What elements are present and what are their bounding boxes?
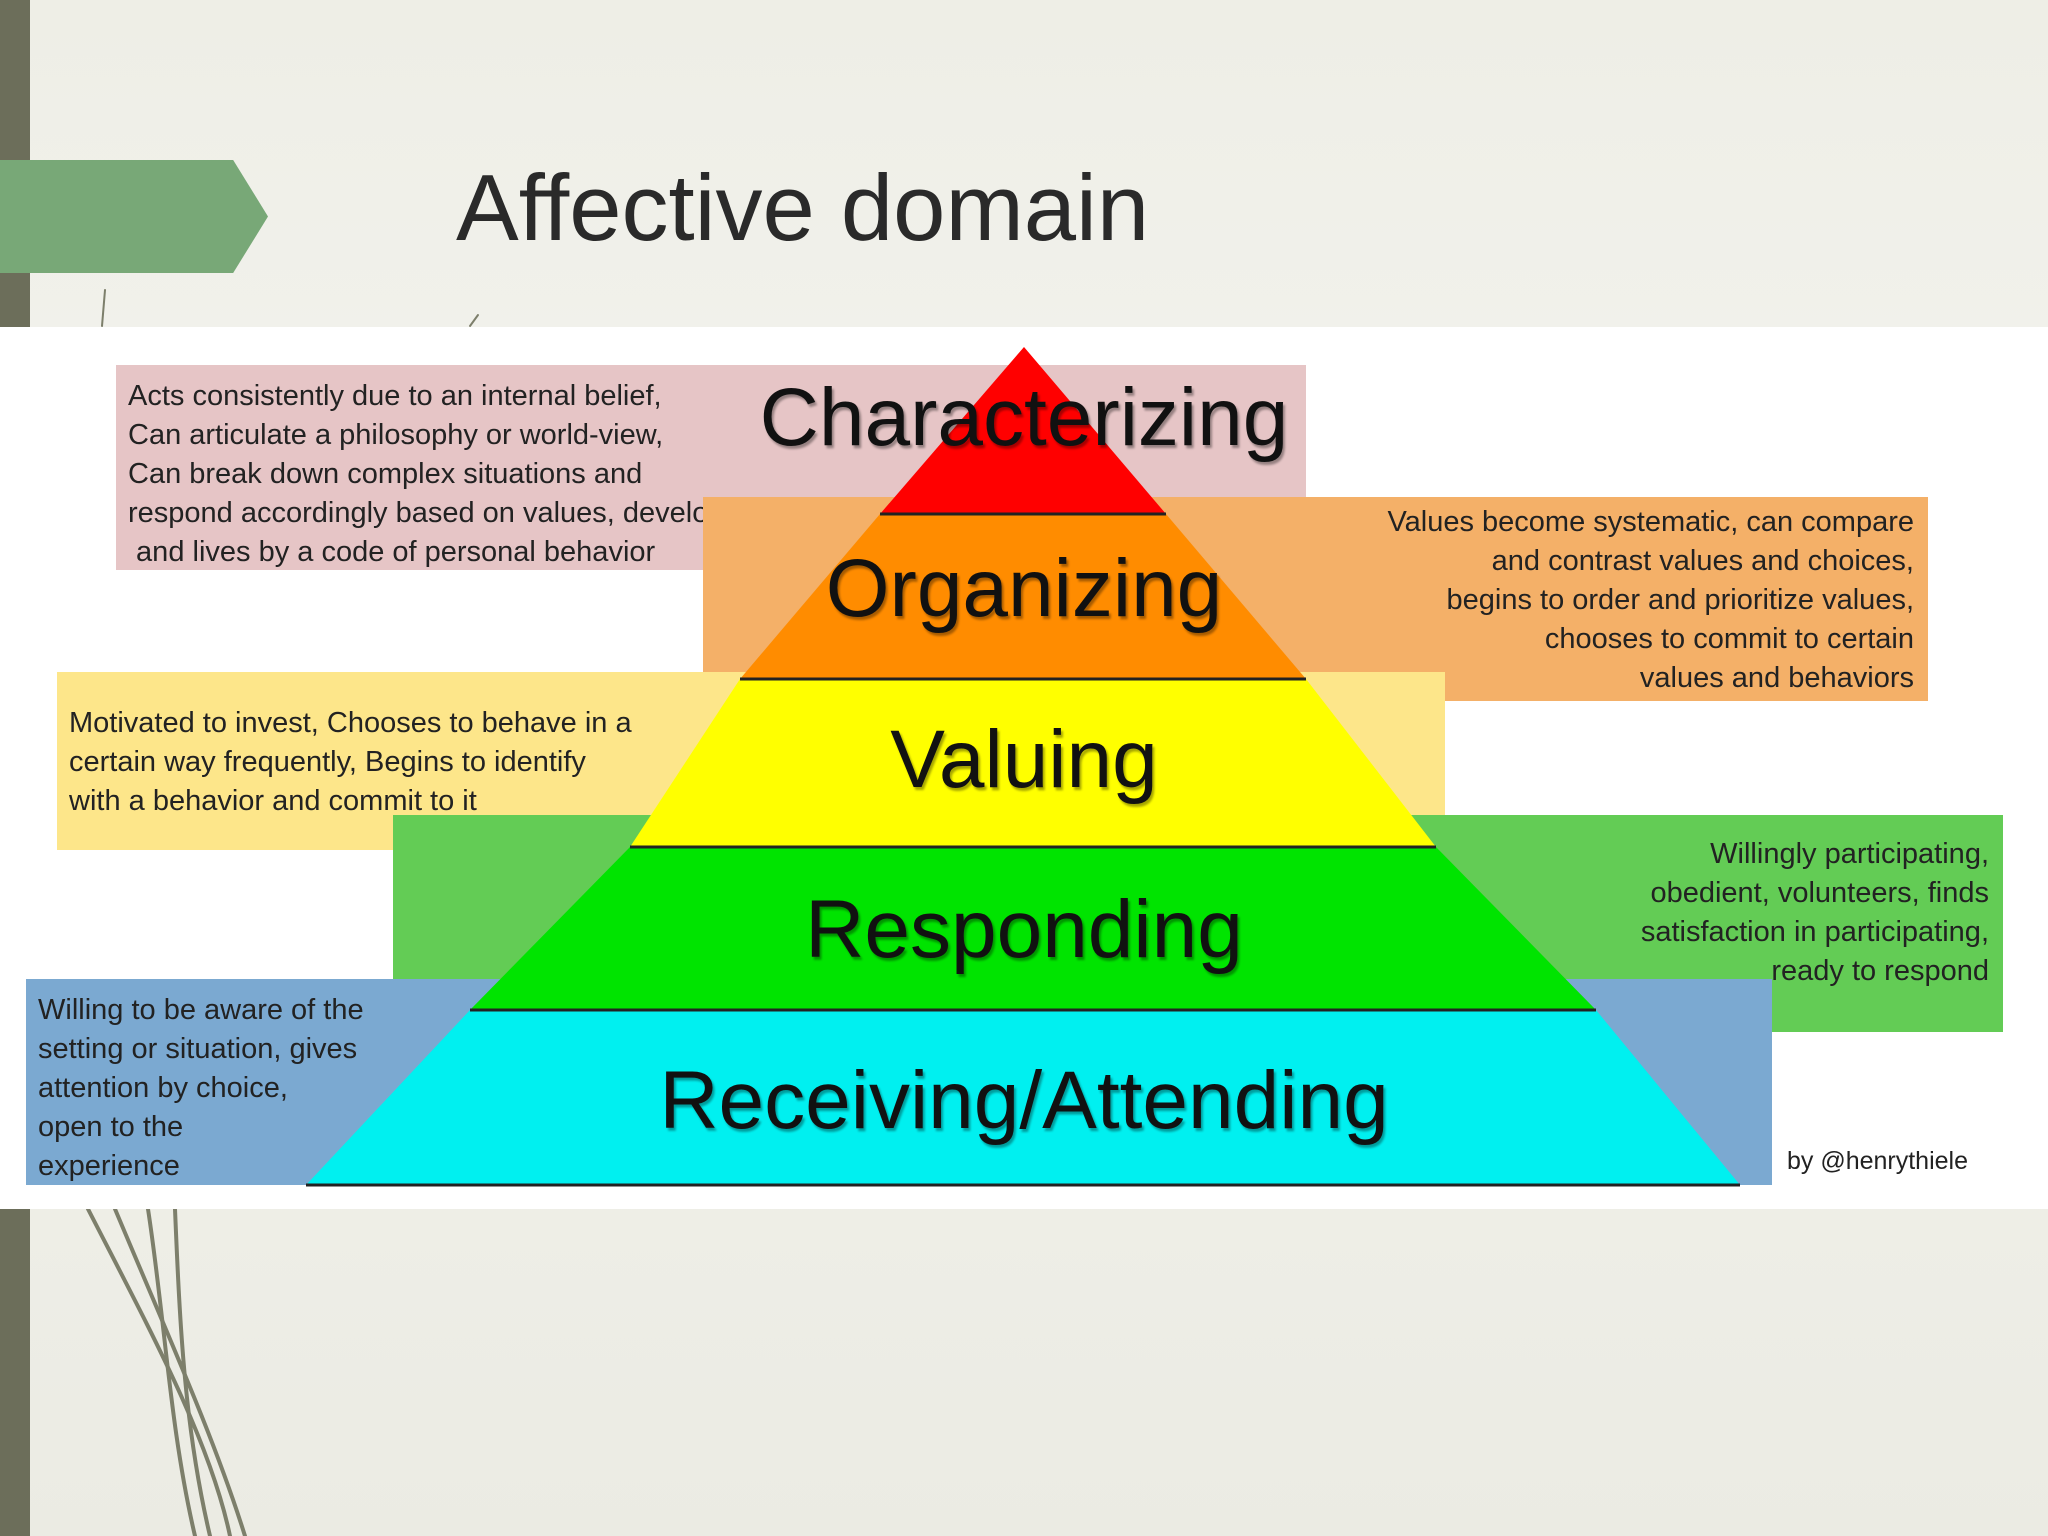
description-line: setting or situation, gives bbox=[38, 1033, 358, 1065]
description-line: values and behaviors bbox=[1639, 662, 1914, 694]
description-line: and contrast values and choices, bbox=[1491, 545, 1914, 577]
description-line: obedient, volunteers, finds bbox=[1650, 877, 1989, 909]
description-line: Can articulate a philosophy or world-vie… bbox=[128, 419, 664, 451]
description-line: with a behavior and commit to it bbox=[69, 785, 477, 817]
description-line: satisfaction in participating, bbox=[1640, 916, 1989, 948]
pyramid-band-receiving bbox=[306, 1010, 1740, 1185]
level-label-responding: Responding bbox=[805, 884, 1243, 975]
pyramid-band-characterizing bbox=[880, 347, 1166, 514]
level-label-organizing: Organizing bbox=[825, 543, 1223, 634]
description-line: Values become systematic, can compare bbox=[1387, 506, 1914, 538]
description-line: begins to order and prioritize values, bbox=[1446, 584, 1914, 616]
slide-title: Affective domain bbox=[456, 155, 1150, 260]
description-line: Willing to be aware of the bbox=[38, 994, 364, 1026]
pyramid-band-organizing bbox=[740, 514, 1306, 679]
pyramid-band-valuing bbox=[630, 679, 1436, 847]
description-line: experience bbox=[38, 1150, 180, 1182]
description-line: Can break down complex situations and bbox=[128, 458, 643, 490]
description-line: and lives by a code of personal behavior bbox=[128, 536, 656, 568]
credit-text: by @henrythiele bbox=[1786, 1147, 1968, 1175]
description-line: ready to respond bbox=[1771, 955, 1989, 987]
description-line: certain way frequently, Begins to identi… bbox=[69, 746, 586, 778]
pyramid-band-responding bbox=[470, 847, 1596, 1010]
title-arrow-tab bbox=[0, 160, 268, 273]
level-label-receiving: Receiving/Attending bbox=[659, 1055, 1389, 1146]
description-line: chooses to commit to certain bbox=[1544, 623, 1914, 655]
affective-domain-pyramid-diagram: Acts consistently due to an internal bel… bbox=[0, 327, 2048, 1209]
level-label-characterizing: Characterizing bbox=[759, 372, 1289, 463]
pyramid-shape bbox=[306, 347, 1740, 1187]
description-line: attention by choice, bbox=[38, 1072, 288, 1104]
description-line: Motivated to invest, Chooses to behave i… bbox=[69, 707, 632, 739]
description-line: Acts consistently due to an internal bel… bbox=[128, 380, 662, 412]
description-line: open to the bbox=[38, 1111, 184, 1143]
level-label-valuing: Valuing bbox=[890, 714, 1158, 805]
description-line: Willingly participating, bbox=[1710, 838, 1989, 870]
